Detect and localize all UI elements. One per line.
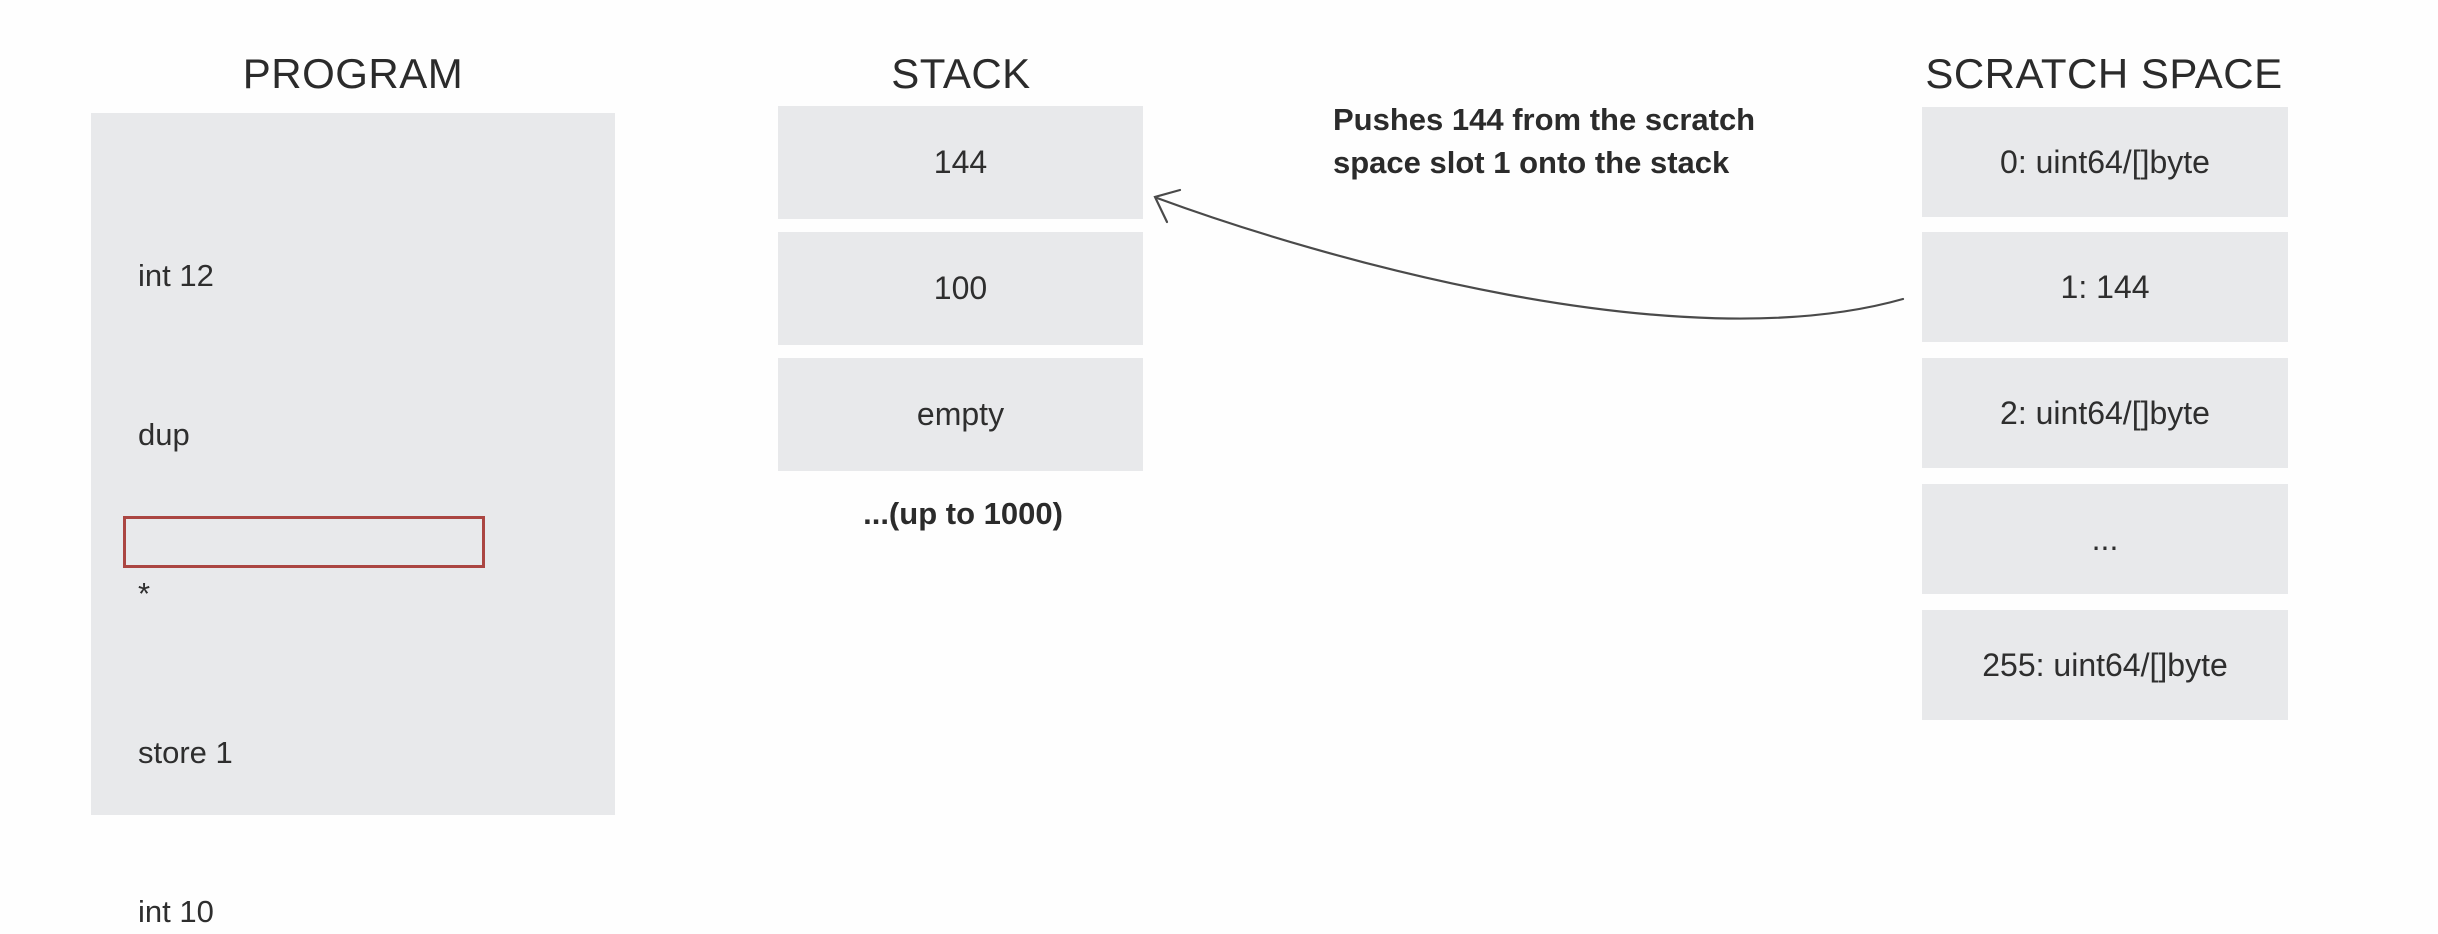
stack-column-title: STACK <box>891 50 1031 97</box>
stack-slot: 144 <box>778 106 1143 219</box>
annotation-line: Pushes 144 from the scratch <box>1333 102 1756 137</box>
scratch-space-column-title: SCRATCH SPACE <box>1925 50 2283 97</box>
program-line: int 10 <box>138 894 214 929</box>
program-line: int 12 <box>138 258 214 293</box>
stack-capacity-note: ...(up to 1000) <box>863 496 1063 531</box>
arrow-annotation: Pushes 144 from the scratch space slot 1… <box>1333 98 1755 184</box>
program-line: * <box>138 576 151 611</box>
program-line: dup <box>138 417 190 452</box>
push-arrow-head <box>1153 188 1182 224</box>
current-instruction-highlight-box <box>123 516 485 568</box>
push-arrow-curve <box>1155 196 1905 320</box>
annotation-line: space slot 1 onto the stack <box>1333 145 1730 180</box>
program-line: store 1 <box>138 735 233 770</box>
stack-slot: empty <box>778 358 1143 471</box>
scratch-slot: 0: uint64/[]byte <box>1922 107 2288 217</box>
scratch-slot: 255: uint64/[]byte <box>1922 610 2288 720</box>
stack-slot: 100 <box>778 232 1143 345</box>
scratch-slot: ... <box>1922 484 2288 594</box>
program-box <box>91 113 615 815</box>
scratch-slot: 2: uint64/[]byte <box>1922 358 2288 468</box>
program-column-title: PROGRAM <box>242 50 464 97</box>
scratch-slot: 1: 144 <box>1922 232 2288 342</box>
program-code-listing: int 12 dup * store 1 int 10 dup * load 1… <box>138 143 233 934</box>
